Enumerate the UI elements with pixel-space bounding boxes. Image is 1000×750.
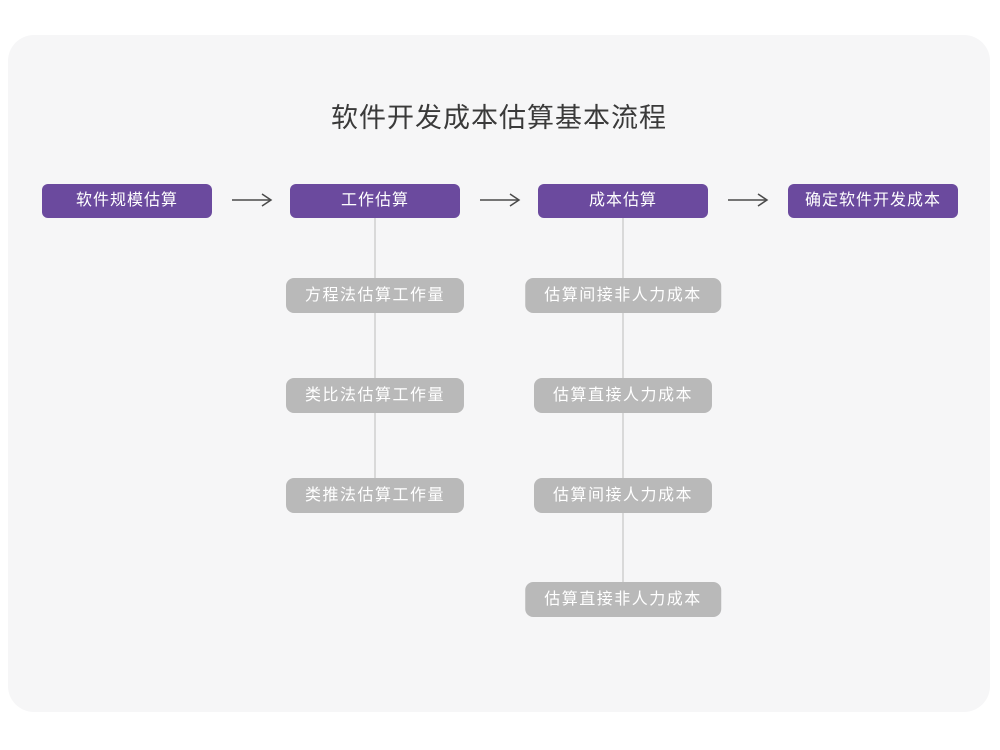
- sub-node-direct-labor-cost: 估算直接人力成本: [533, 378, 713, 413]
- flowchart-card: 软件开发成本估算基本流程 软件规模估算 工作估算 成本估算 确定软件开发成本 方…: [8, 35, 990, 712]
- right-arrow-icon: [728, 193, 769, 207]
- connector-line-work-estimation: [374, 218, 376, 495]
- sub-node-extrapolation-method-workload: 类推法估算工作量: [285, 478, 465, 513]
- right-arrow-icon: [480, 193, 521, 207]
- stage-node-software-scale-estimation: 软件规模估算: [42, 184, 212, 218]
- sub-node-direct-nonlabor-cost: 估算直接非人力成本: [525, 582, 721, 617]
- sub-node-indirect-nonlabor-cost: 估算间接非人力成本: [525, 278, 721, 313]
- right-arrow-icon: [232, 193, 273, 207]
- sub-node-analogy-method-workload: 类比法估算工作量: [285, 378, 465, 413]
- stage-node-determine-dev-cost: 确定软件开发成本: [788, 184, 958, 218]
- diagram-title: 软件开发成本估算基本流程: [331, 103, 667, 133]
- stage-node-work-estimation: 工作估算: [290, 184, 460, 218]
- sub-node-indirect-labor-cost: 估算间接人力成本: [533, 478, 713, 513]
- stage-node-cost-estimation: 成本估算: [538, 184, 708, 218]
- sub-node-equation-method-workload: 方程法估算工作量: [285, 278, 465, 313]
